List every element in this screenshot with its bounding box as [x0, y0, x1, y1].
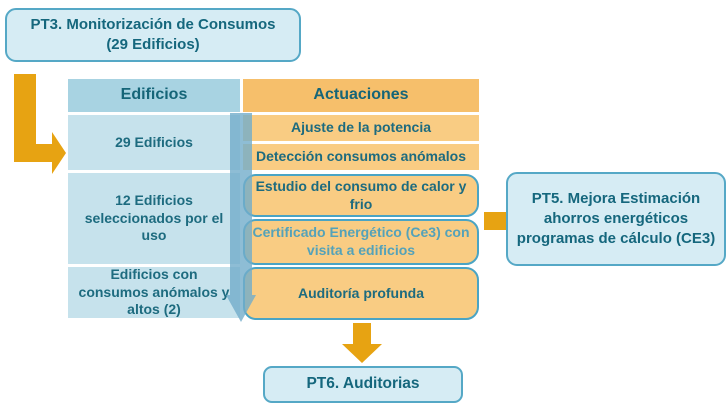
- pt3-box: PT3. Monitorización de Consumos (29 Edif…: [5, 8, 301, 62]
- vertical-down-arrow-icon: [226, 113, 256, 322]
- actuacion-cell-ajuste-potencia: Ajuste de la potencia: [243, 115, 479, 141]
- table-header-actuaciones: Actuaciones: [243, 79, 479, 112]
- pt5-box-line1: PT5. Mejora Estimación: [531, 190, 701, 208]
- elbow-down-right-arrow-icon: [14, 74, 66, 174]
- actuacion-cell-auditoria-profunda: Auditoría profunda: [243, 267, 479, 320]
- pt5-box-line3: programas de cálculo (CE3): [516, 229, 716, 247]
- pt3-box-line2: (29 Edificios): [106, 36, 200, 53]
- pt5-box-line2: ahorros energéticos: [543, 210, 689, 228]
- actuacion-cell-certificado-ce3: Certificado Energético (Ce3) con visita …: [243, 219, 479, 265]
- down-arrow-icon: [342, 323, 382, 363]
- pt6-box: PT6. Auditorias: [263, 366, 463, 403]
- pt5-box: PT5. Mejora Estimación ahorros energétic…: [506, 172, 726, 266]
- edificios-cell-consumos-anomalos: Edificios con consumos anómalos y altos …: [68, 266, 240, 318]
- table-header-edificios: Edificios: [68, 79, 240, 112]
- actuacion-cell-estudio-calor-frio: Estudio del consumo de calor y frio: [243, 174, 479, 217]
- actuacion-cell-deteccion-anomalos: Detección consumos anómalos: [243, 144, 479, 170]
- edificios-cell-29-edificios: 29 Edificios: [68, 115, 240, 170]
- edificios-cell-12-seleccionados: 12 Edificios seleccionados por el uso: [68, 173, 240, 264]
- pt3-box-line1: PT3. Monitorización de Consumos: [30, 16, 276, 34]
